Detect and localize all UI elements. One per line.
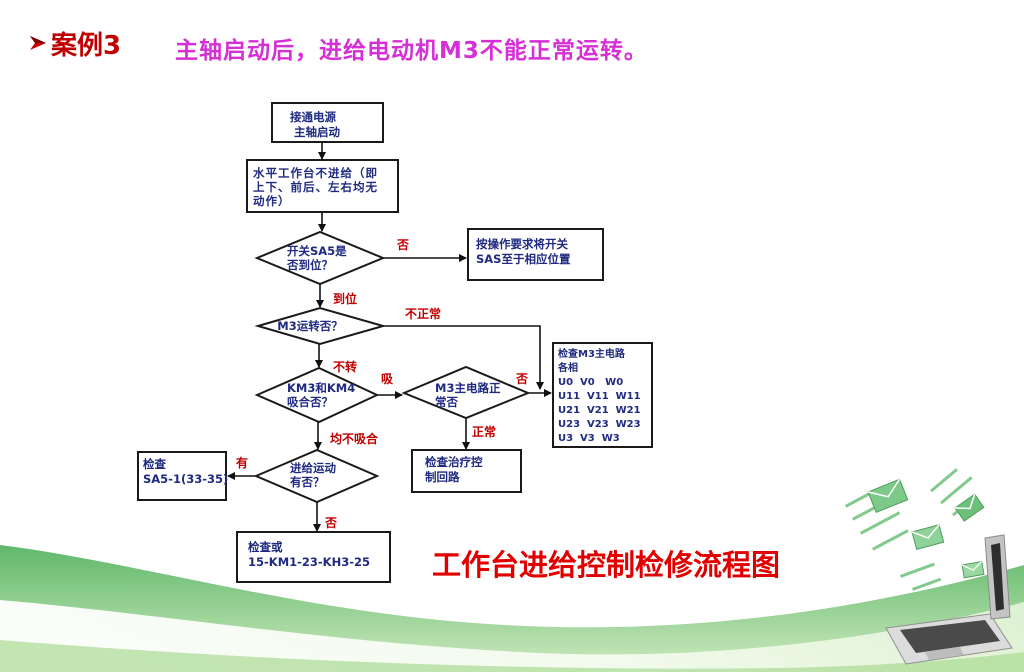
svg-text:接通电源 主轴启动: 接通电源 主轴启动 <box>0 0 364 139</box>
decision-feed-motion: 进给运动 有否？ <box>0 0 380 504</box>
flying-envelopes-illustration <box>845 468 985 591</box>
node-check-control-circuit: 检查治疗控 制回路 <box>0 0 522 493</box>
node-line: 进给运动 <box>290 461 336 475</box>
decision-m3-running: M3运转否？ <box>0 0 387 346</box>
node-line: 水平工作台不进给（即 <box>253 166 378 180</box>
edge-label-km-pulled: 吸 <box>381 372 394 386</box>
node-line: 按操作要求将开关 <box>476 237 568 251</box>
wave-highlight <box>0 600 1024 672</box>
node-power-on: 接通电源 主轴启动 <box>0 0 384 143</box>
node-line: 制回路 <box>425 470 460 484</box>
svg-text:按操作要求将开关 SAS至于相应位置: 按操作要求将开关 SAS至于相应位置 <box>0 0 596 266</box>
svg-text:检查治疗控 制回路: 检查治疗控 制回路 <box>0 0 511 484</box>
edge-label-feed-no: 否 <box>324 516 337 530</box>
envelope-icon <box>954 493 985 522</box>
node-line: U23 V23 W23 <box>558 419 641 430</box>
edge-label-feed-yes: 有 <box>236 455 248 470</box>
edge-label-m3-not-turning: 不转 <box>333 359 357 374</box>
svg-text:检查 SA5-1(33-35): 检查 SA5-1(33-35) <box>0 0 248 486</box>
envelope-icon <box>867 478 909 514</box>
case-label: 案例3 <box>51 30 122 61</box>
wave-band-bottom <box>0 640 1024 672</box>
node-line: M3主电路正 <box>435 381 501 395</box>
diagram-caption: 工作台进给控制检修流程图 <box>432 548 781 582</box>
svg-text:检查或 15-KM1-23-KH3-25: 检查或 15-KM1-23-KH3-25 <box>0 0 390 569</box>
laptop-icon <box>885 534 1013 665</box>
node-line: 上下、前后、左右均无 <box>253 180 378 194</box>
svg-text:KM3和KM4 吸合否？: KM3和KM4 吸合否？ <box>0 0 383 409</box>
arrow-bullet-icon <box>30 36 46 50</box>
svg-text:检查M3主电路 各相 U0 V0: 检查M3主电路 各相 U0 V0 W0 U11 V11 W11 U21 V21 … <box>0 0 665 444</box>
node-line: 否到位？ <box>286 258 333 272</box>
arrow-m3-abnormal <box>383 325 544 390</box>
node-line: 检查或 <box>248 540 283 554</box>
node-line: SAS至于相应位置 <box>476 252 571 266</box>
svg-text:水平工作台不进给（即 上下、前后、左右均无: 水平工作台不进给（即 上下、前后、左右均无 动作） <box>0 0 413 208</box>
problem-statement: 主轴启动后，进给电动机M3不能正常运转。 <box>175 38 648 64</box>
node-line: 接通电源 <box>290 110 336 124</box>
svg-text:进给运动 有否？: 进给运动 有否？ <box>0 0 364 489</box>
node-check-sa5-1: 检查 SA5-1(33-35) <box>0 0 248 501</box>
node-line: U11 V11 W11 <box>558 391 641 402</box>
node-line: SA5-1(33-35) <box>143 472 228 486</box>
flowchart-edge-labels: 否 到位 不正常 不转 吸 否 正常 均不吸合 有 否 <box>236 238 528 530</box>
node-line: KM3和KM4 <box>287 381 355 395</box>
node-line: 动作） <box>253 194 291 208</box>
node-line: 常否 <box>435 395 458 409</box>
edge-label-m3-abnormal: 不正常 <box>405 306 441 321</box>
decision-m3-circuit-ok: M3主电路正 常否 <box>0 0 531 420</box>
node-line: 检查治疗控 <box>425 455 483 469</box>
edge-label-sa5-yes: 到位 <box>333 291 357 306</box>
edge-label-sa5-no: 否 <box>396 238 409 252</box>
case-title: 案例3 <box>28 27 122 61</box>
node-line: U0 V0 W0 <box>558 377 623 388</box>
node-set-sa5: 按操作要求将开关 SAS至于相应位置 <box>0 0 604 281</box>
node-line: 15-KM1-23-KH3-25 <box>248 555 370 569</box>
node-check-m3-circuit: 检查M3主电路 各相 U0 V0 W0 U11 V11 W11 U21 V21 … <box>0 0 665 448</box>
edge-label-circuit-no: 否 <box>515 372 528 386</box>
node-line: 主轴启动 <box>294 125 340 139</box>
decision-sa5-in-position: 开关SA5是 否到位？ <box>0 0 386 286</box>
node-line: 检查M3主电路 <box>558 347 626 360</box>
svg-text:M3运转否？: M3运转否？ <box>0 0 363 333</box>
flowchart-connectors <box>227 142 552 532</box>
node-line: 检查 <box>143 457 166 471</box>
node-line: 各相 <box>557 361 578 374</box>
svg-text:M3主电路正 常否: M3主电路正 常否 <box>0 0 528 409</box>
edge-label-km-none: 均不吸合 <box>330 431 379 446</box>
node-check-km-kh: 检查或 15-KM1-23-KH3-25 <box>0 0 391 583</box>
svg-text:开关SA5是 否到位？: 开关SA5是 否到位？ <box>0 0 375 272</box>
node-line: U21 V21 W21 <box>558 405 641 416</box>
edge-label-circuit-ok: 正常 <box>472 424 496 439</box>
node-line: 吸合否？ <box>287 395 333 409</box>
node-line: 开关SA5是 <box>287 244 347 258</box>
node-symptom: 水平工作台不进给（即 上下、前后、左右均无 动作） <box>0 0 413 213</box>
envelope-icon <box>911 524 945 550</box>
decision-km-pulled-in: KM3和KM4 吸合否？ <box>0 0 383 424</box>
node-line: M3运转否？ <box>277 319 342 333</box>
envelope-icon <box>961 560 985 579</box>
node-line: U3 V3 W3 <box>558 433 620 444</box>
node-line: 有否？ <box>290 475 325 489</box>
